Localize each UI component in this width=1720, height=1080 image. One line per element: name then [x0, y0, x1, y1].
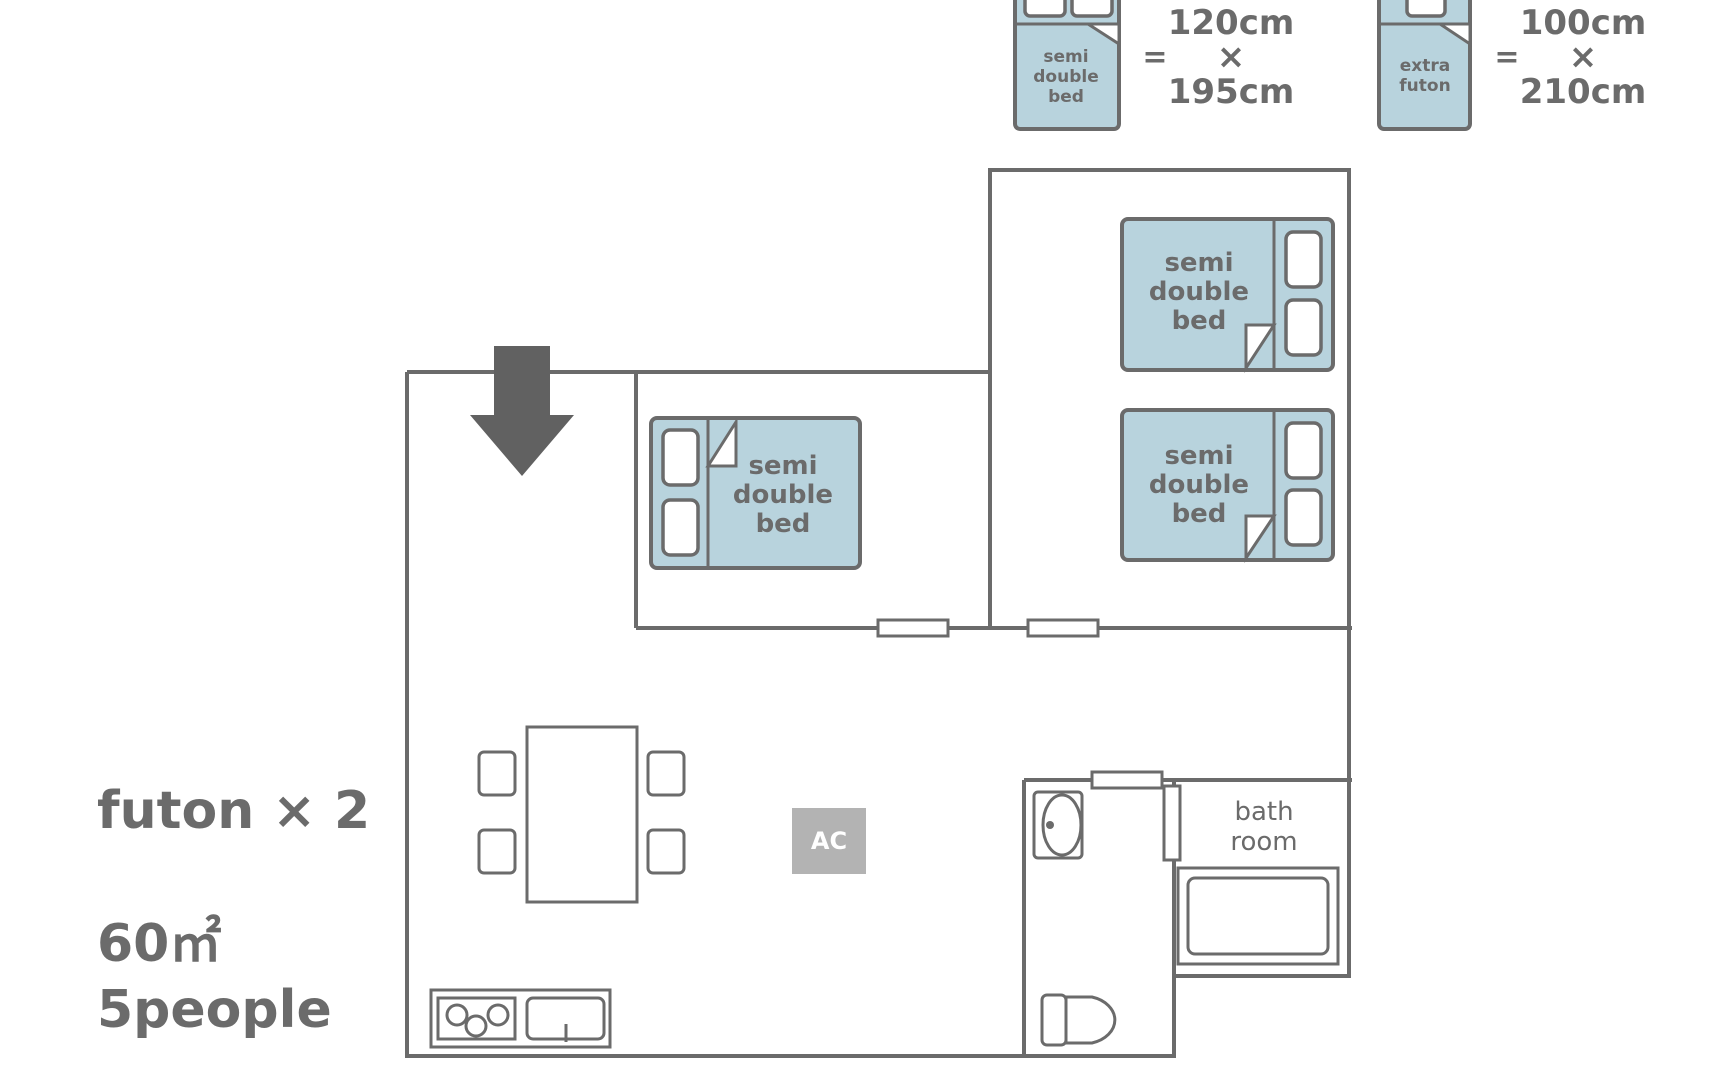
bed-2-fold-icon [1244, 323, 1277, 374]
bed-2-frame [1120, 217, 1335, 372]
outer-wall [405, 168, 1351, 1058]
legend-semi-double-times: × [1217, 37, 1246, 77]
bed-3-pillow-icon [1284, 488, 1323, 547]
bed-1: semi double bed [649, 416, 862, 570]
burner-icon [445, 1003, 469, 1027]
bathroom: bath room [1176, 797, 1340, 966]
legend-fold-icon [1082, 22, 1121, 47]
bed-2: semi double bed [1120, 217, 1335, 374]
bedroom-2-door [1026, 618, 1100, 638]
toilet-bowl-icon [1064, 995, 1117, 1045]
bathroom-label-2: room [1230, 827, 1297, 857]
legend-extra-futon: extra futon = 100cm × 210cm [1377, 0, 1647, 131]
room-capacity: 5people [97, 980, 332, 1040]
bed-3: semi double bed [1120, 408, 1335, 563]
bed-3-frame [1120, 408, 1335, 562]
bed-1-label-2: double [733, 480, 833, 510]
legend-extra-futon-equals: = [1494, 40, 1519, 75]
legend-extra-futon-icon [1377, 0, 1472, 131]
bed-2-label-2: double [1149, 277, 1249, 307]
kitchen [429, 988, 612, 1049]
bathroom-label-1: bath [1234, 797, 1293, 827]
legend-semi-double-label-1: semi [1043, 47, 1088, 67]
bed-1-label-1: semi [748, 451, 817, 481]
chair-icon [477, 828, 517, 875]
toilet-tank-icon [1040, 993, 1068, 1047]
bed-3-pillow-icon [1284, 421, 1323, 480]
entrance-arrow-icon [470, 346, 574, 476]
legend-pillow-icon [1070, 0, 1114, 18]
bed-3-fold-icon [1244, 514, 1277, 563]
legend-extra-futon-width: 100cm [1520, 3, 1647, 43]
legend-semi-double-label-2: double [1033, 67, 1098, 87]
chair-icon [477, 750, 517, 797]
drain-icon [1046, 821, 1054, 829]
dining-set [477, 725, 686, 904]
legend-extra-futon-label-2: futon [1399, 76, 1450, 96]
burner-icon [486, 1003, 510, 1027]
bed-1-pillow-icon [661, 498, 700, 557]
bed-1-pillow-icon [661, 428, 700, 487]
room-info: futon × 2 60㎡ 5people [97, 781, 370, 1040]
bedroom-1-door [876, 618, 950, 638]
legend-extra-futon-length: 210cm [1520, 72, 1647, 112]
room-area: 60㎡ [97, 914, 221, 974]
legend-extra-futon-times: × [1569, 37, 1598, 77]
bed-2-pillow-icon [1284, 230, 1323, 289]
legend-semi-double-width: 120cm [1168, 3, 1295, 43]
legend-semi-double-equals: = [1142, 40, 1167, 75]
toilet-area [1032, 790, 1117, 1047]
bathroom-door [1162, 784, 1182, 862]
bed-3-label-1: semi [1164, 441, 1233, 471]
walls [405, 168, 1352, 1058]
legend-semi-double-bed-icon [1013, 0, 1121, 131]
ac-unit-icon [792, 808, 866, 874]
bed-1-fold-icon [705, 416, 738, 468]
burner-icon [464, 1014, 488, 1038]
chair-icon [646, 750, 686, 797]
futon-count: futon × 2 [97, 781, 370, 841]
bed-2-pillow-icon [1284, 298, 1323, 357]
air-conditioner: AC [792, 808, 866, 874]
bed-2-label-3: bed [1172, 306, 1227, 336]
legend-pillow-icon [1023, 0, 1067, 18]
legend-pillow-icon [1405, 0, 1447, 18]
legend-semi-double: semi double bed = 120cm × 195cm [1013, 0, 1295, 131]
bathtub-inner-icon [1186, 876, 1330, 956]
bed-1-label-3: bed [756, 509, 811, 539]
legend-semi-double-label-3: bed [1048, 87, 1084, 107]
washbasin-bowl-icon [1041, 793, 1083, 857]
legend-extra-futon-label-1: extra [1400, 56, 1450, 76]
bed-3-label-2: double [1149, 470, 1249, 500]
chair-icon [646, 828, 686, 875]
dining-table [525, 725, 639, 904]
bed-3-label-3: bed [1172, 499, 1227, 529]
bed-2-label-1: semi [1164, 248, 1233, 278]
ac-label: AC [811, 827, 847, 855]
toilet-door [1090, 770, 1164, 790]
bed-1-frame [649, 416, 862, 570]
legend-fold-icon [1435, 22, 1472, 47]
legend-semi-double-length: 195cm [1168, 72, 1295, 112]
